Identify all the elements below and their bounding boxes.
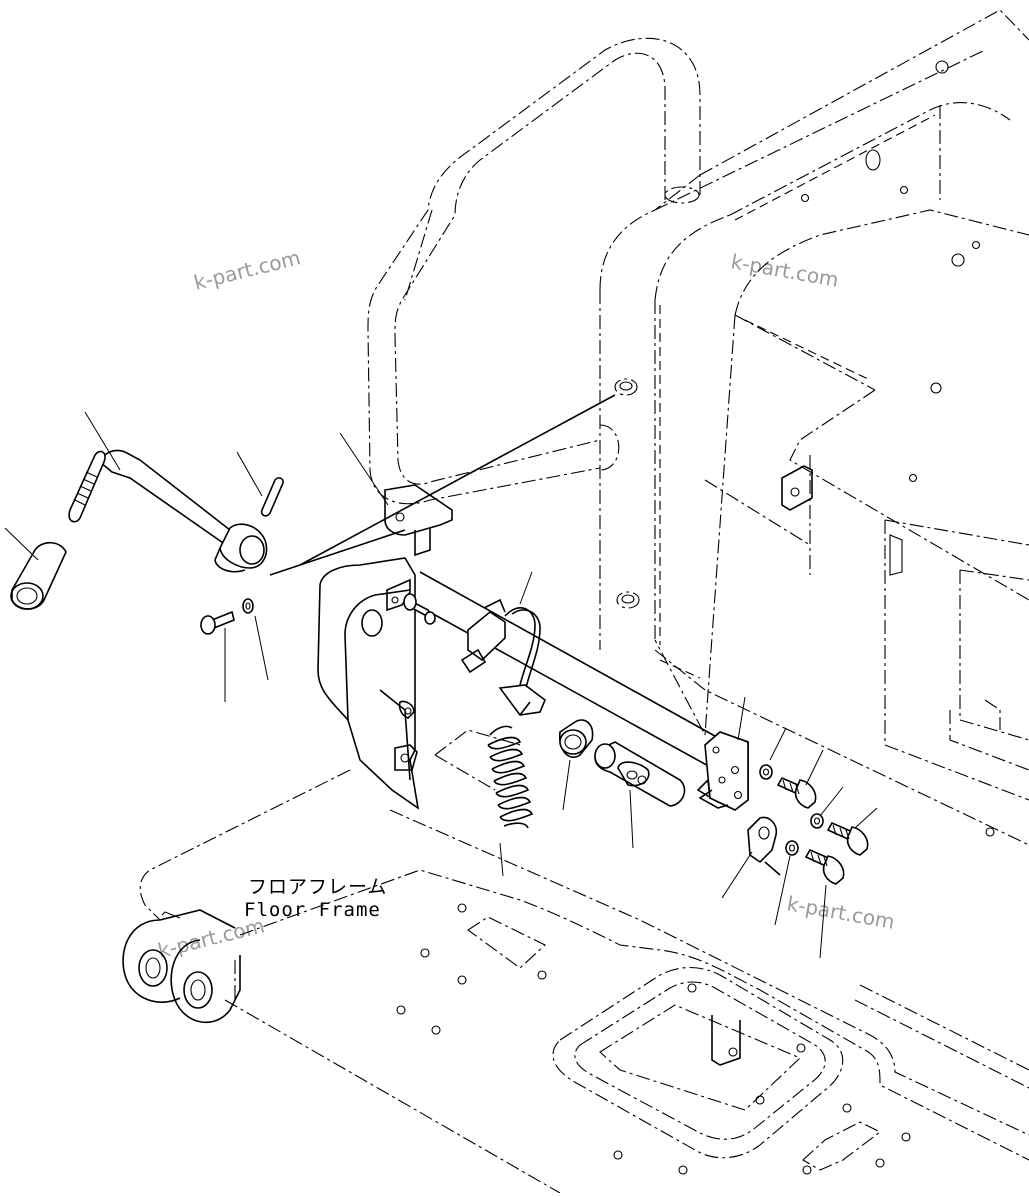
lever-handle xyxy=(68,449,268,573)
watermark-1: k-part.com xyxy=(191,245,302,295)
watermarks: k-part.com k-part.com k-part.com k-part.… xyxy=(155,245,896,963)
floor-frame-label-en: Floor Frame xyxy=(244,899,381,921)
roll-pin xyxy=(260,477,284,517)
bushing xyxy=(559,719,594,758)
cab-structure xyxy=(599,9,1029,846)
screw-left xyxy=(200,598,254,635)
switch-plate xyxy=(747,816,781,876)
watermark-4: k-part.com xyxy=(785,891,896,934)
floor-frame-label: フロアフレーム Floor Frame xyxy=(244,876,387,921)
lock-pin xyxy=(594,741,686,807)
bolts-right xyxy=(759,764,869,885)
watermark-2: k-part.com xyxy=(729,249,840,292)
floor-frame-label-jp: フロアフレーム xyxy=(248,876,387,898)
lock-shaft xyxy=(269,394,723,769)
assembly-hidden-lines xyxy=(434,729,521,791)
limit-switch xyxy=(460,598,546,716)
handrail xyxy=(367,37,701,609)
guide-plate xyxy=(696,731,749,811)
leader-lines xyxy=(4,411,878,959)
bracket-pin xyxy=(403,593,437,625)
bracket-panel xyxy=(317,484,453,810)
grip-sleeve xyxy=(10,541,67,610)
floor-frame xyxy=(122,769,1029,1194)
coil-spring xyxy=(487,725,534,829)
